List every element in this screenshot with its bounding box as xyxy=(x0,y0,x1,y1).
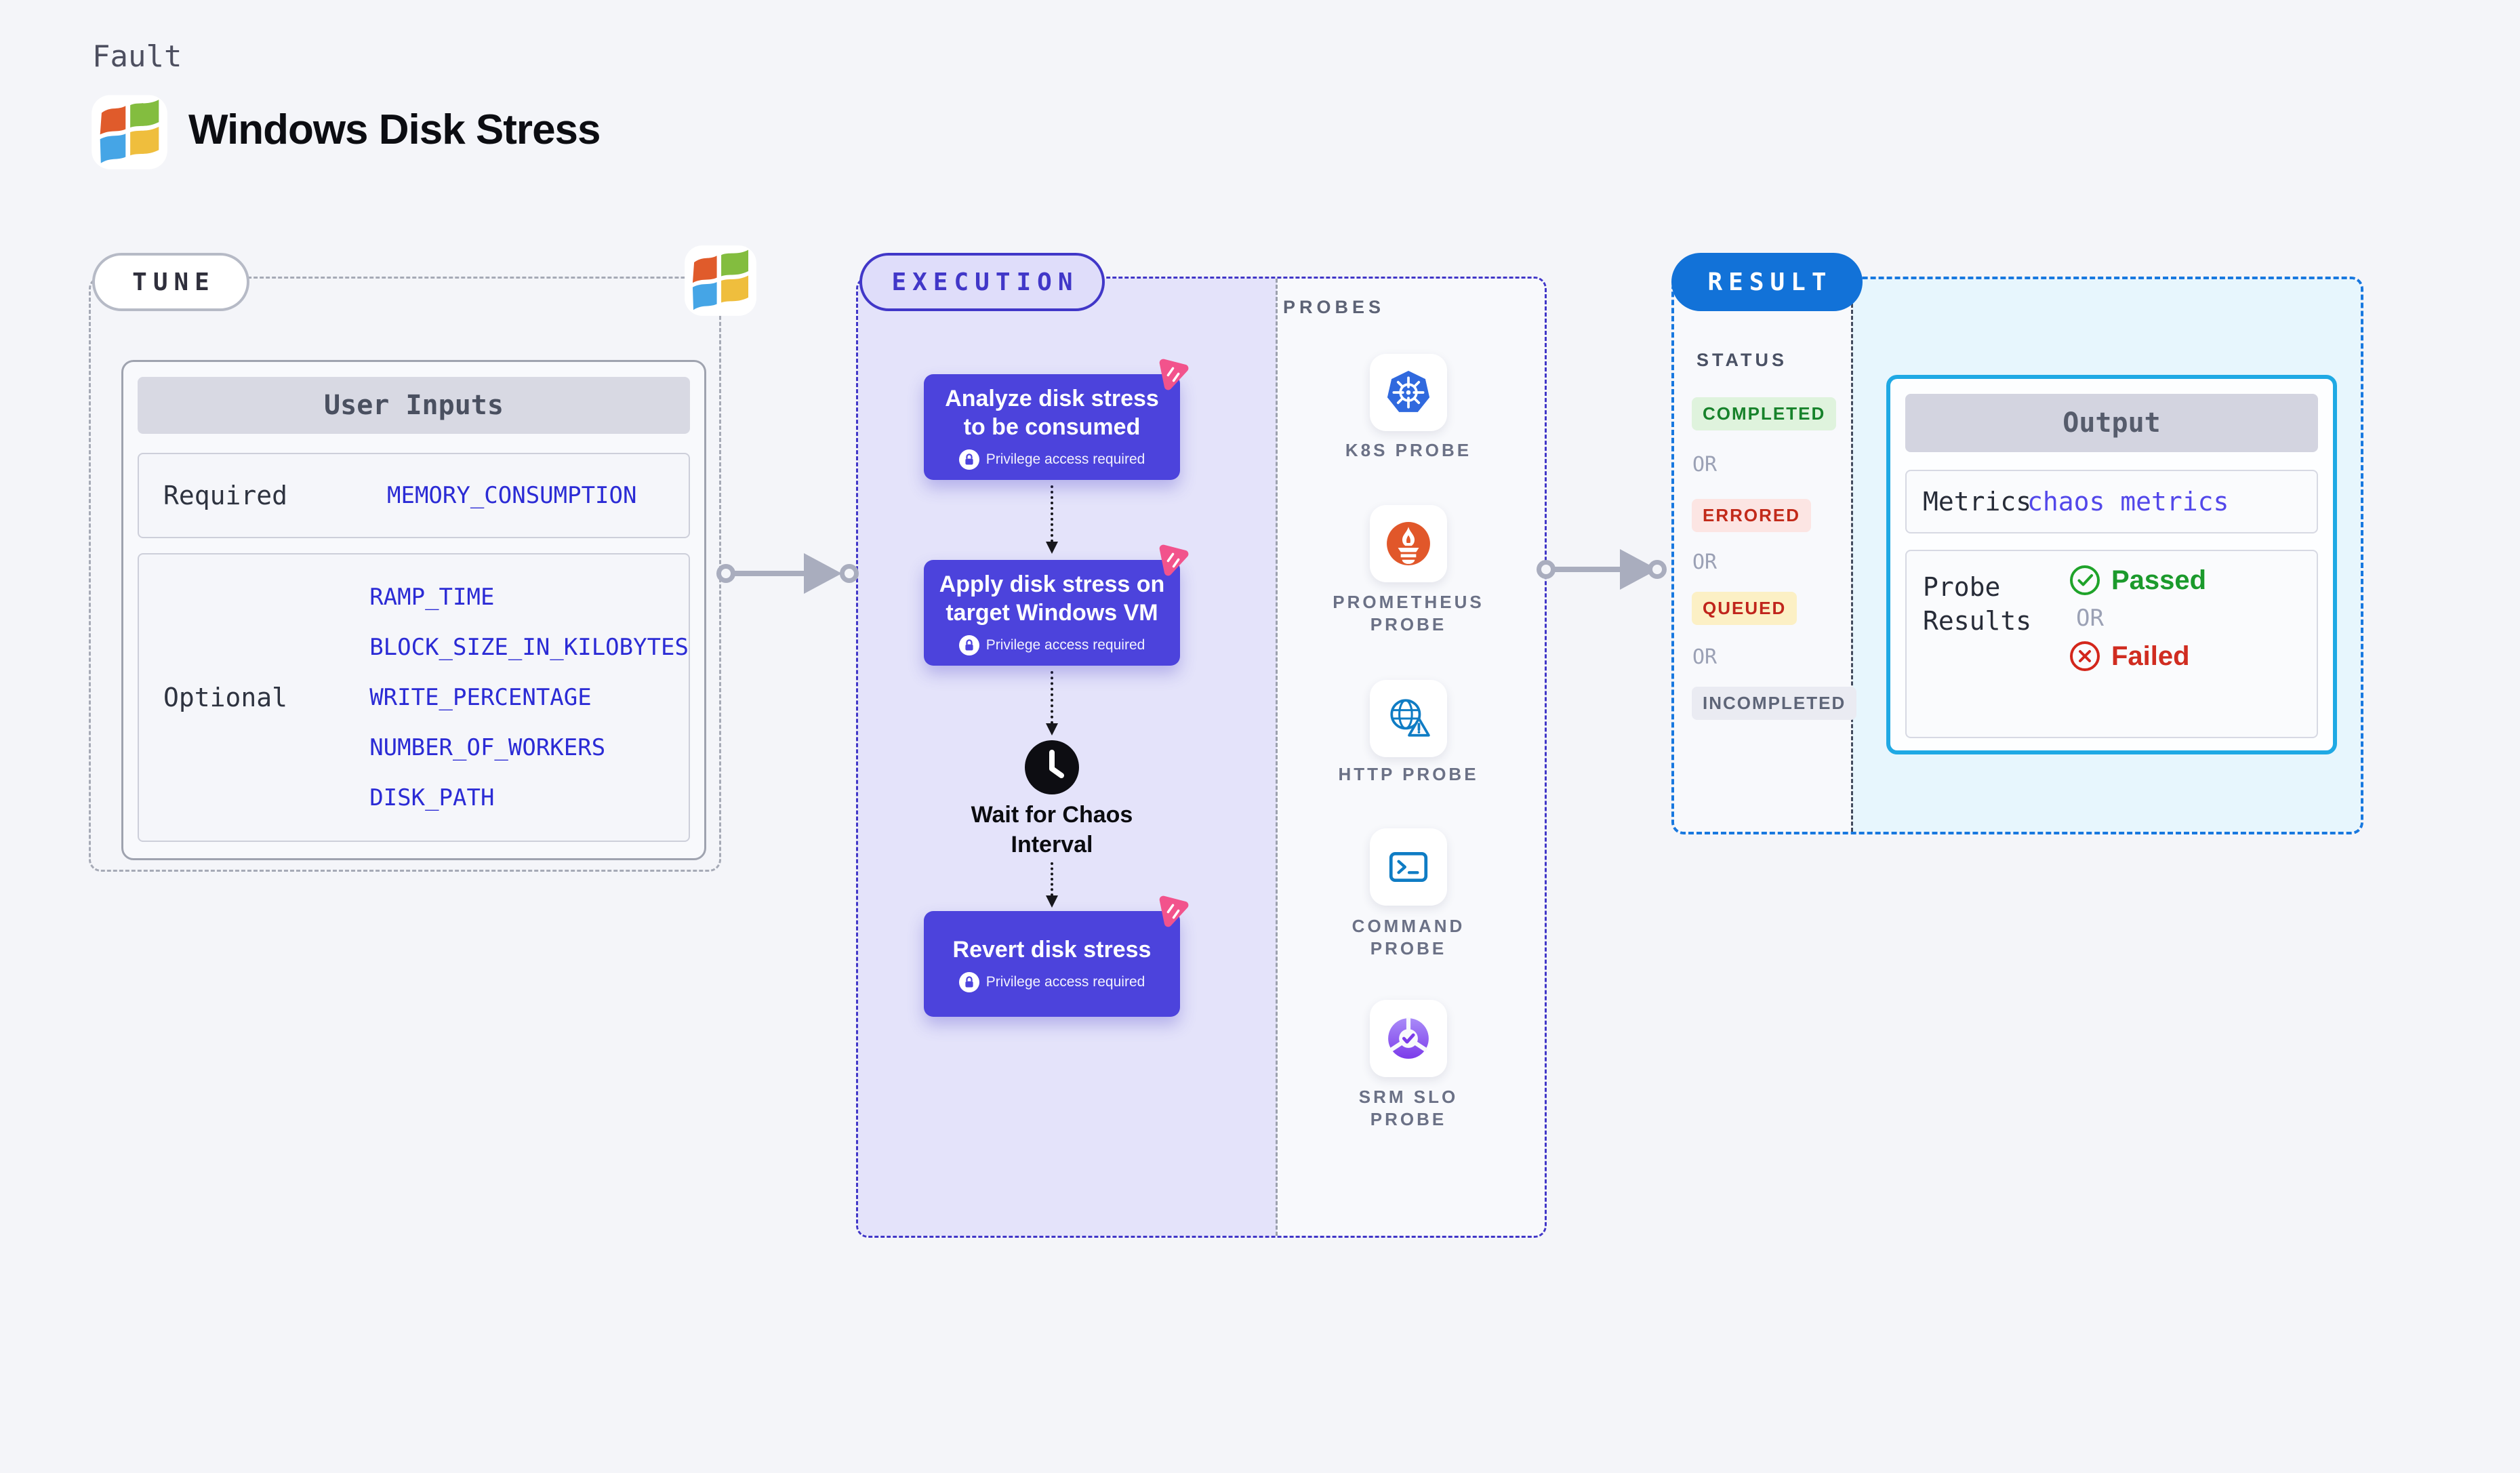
flow-arrow-down xyxy=(1046,485,1058,554)
probe-prometheus xyxy=(1370,505,1447,582)
x-circle-icon xyxy=(2070,641,2100,671)
privilege-label: Privilege access required xyxy=(985,637,1145,653)
chaos-fault-icon xyxy=(1159,544,1189,576)
privilege-note: Privilege access required xyxy=(958,449,1145,470)
connector-endpoint-circle xyxy=(716,564,735,583)
param-number-of-workers: NUMBER_OF_WORKERS xyxy=(369,734,606,761)
failed-label: Failed xyxy=(2111,641,2190,671)
step-revert-disk-stress: Revert disk stress Privilege access requ… xyxy=(924,895,1189,1017)
privilege-label: Privilege access required xyxy=(985,451,1145,467)
optional-label: Optional xyxy=(163,683,288,712)
status-badge-incompleted: INCOMPLETED xyxy=(1692,687,1857,720)
status-output-divider xyxy=(1851,279,1853,832)
fault-kicker: Fault xyxy=(92,39,182,74)
terminal-icon xyxy=(1389,852,1428,882)
flow-arrow-down xyxy=(1046,862,1058,908)
probe-command-label: COMMAND PROBE xyxy=(1352,916,1465,959)
privilege-note: Privilege access required xyxy=(958,635,1145,655)
flow-arrow-down xyxy=(1046,671,1058,735)
param-block-size: BLOCK_SIZE_IN_KILOBYTES xyxy=(369,634,689,661)
passed-label: Passed xyxy=(2111,565,2207,595)
clock-icon xyxy=(1023,739,1080,796)
connector-endpoint-circle xyxy=(1537,560,1556,579)
metrics-row: Metrics chaos metrics xyxy=(1905,470,2318,533)
step-title: Revert disk stress xyxy=(952,937,1152,963)
probe-k8s xyxy=(1370,354,1447,431)
check-circle-icon xyxy=(2070,565,2100,595)
chaos-fault-icon xyxy=(1159,895,1189,927)
or-label: OR xyxy=(1692,550,1718,574)
param-disk-path: DISK_PATH xyxy=(369,784,495,811)
execution-probes-divider xyxy=(1276,279,1278,1236)
windows-logo-icon xyxy=(90,94,169,171)
required-label: Required xyxy=(163,481,288,510)
user-inputs-table: User Inputs Required MEMORY_CONSUMPTION … xyxy=(121,360,706,860)
metrics-value: chaos metrics xyxy=(2027,487,2229,517)
page-title: Windows Disk Stress xyxy=(188,106,601,153)
probe-results-label: Probe Results xyxy=(1923,572,2032,636)
status-title: STATUS xyxy=(1696,350,1787,370)
windows-logo-icon xyxy=(680,244,760,317)
lock-icon xyxy=(958,972,979,992)
result-badge: RESULT xyxy=(1671,253,1863,311)
param-ramp-time: RAMP_TIME xyxy=(369,584,495,611)
connector-endpoint-circle xyxy=(840,564,859,583)
required-params-row: Required MEMORY_CONSUMPTION xyxy=(138,453,690,538)
connector-endpoint-circle xyxy=(1648,560,1667,579)
or-label: OR xyxy=(2076,605,2104,632)
privilege-note: Privilege access required xyxy=(958,972,1145,992)
optional-params-row: Optional RAMP_TIME BLOCK_SIZE_IN_KILOBYT… xyxy=(138,553,690,842)
or-label: OR xyxy=(1692,453,1718,477)
output-table: Output Metrics chaos metrics Probe Resul… xyxy=(1886,375,2337,754)
lock-icon xyxy=(958,449,979,470)
status-badge-queued: QUEUED xyxy=(1692,592,1797,625)
probe-srm-slo-label: SRM SLO PROBE xyxy=(1358,1087,1459,1129)
probe-result-failed: Failed xyxy=(2069,641,2190,672)
status-badge-completed: COMPLETED xyxy=(1692,397,1837,430)
probe-http xyxy=(1370,680,1447,757)
user-inputs-title: User Inputs xyxy=(138,377,690,434)
param-write-percentage: WRITE_PERCENTAGE xyxy=(369,684,592,711)
connector-line xyxy=(732,571,805,576)
probe-k8s-label: K8S PROBE xyxy=(1345,440,1472,460)
lock-icon xyxy=(958,635,979,655)
probe-srm-slo xyxy=(1370,1000,1447,1077)
http-globe-icon xyxy=(1390,699,1430,737)
slo-gauge-icon xyxy=(1388,1017,1429,1059)
probe-prometheus-label: PROMETHEUS PROBE xyxy=(1333,592,1484,634)
probes-panel-title: PROBES xyxy=(1283,297,1385,317)
chaos-fault-icon xyxy=(1159,359,1189,390)
prometheus-icon xyxy=(1387,522,1430,565)
status-column-background xyxy=(1674,279,1852,832)
status-badge-errored: ERRORED xyxy=(1692,499,1812,532)
tune-badge: TUNE xyxy=(92,253,249,311)
probe-http-label: HTTP PROBE xyxy=(1338,764,1479,784)
connector-line xyxy=(1553,567,1622,572)
metrics-label: Metrics xyxy=(1923,487,2032,517)
probe-command xyxy=(1370,828,1447,906)
or-label: OR xyxy=(1692,645,1718,669)
execution-badge: EXECUTION xyxy=(859,253,1105,311)
output-title: Output xyxy=(1905,394,2318,452)
param-memory-consumption: MEMORY_CONSUMPTION xyxy=(387,482,637,509)
arrowhead-icon xyxy=(804,553,842,594)
probe-results-row: Probe Results Passed OR Failed xyxy=(1905,550,2318,738)
kubernetes-icon xyxy=(1387,371,1430,412)
privilege-label: Privilege access required xyxy=(985,974,1145,990)
probe-result-passed: Passed xyxy=(2069,565,2206,596)
